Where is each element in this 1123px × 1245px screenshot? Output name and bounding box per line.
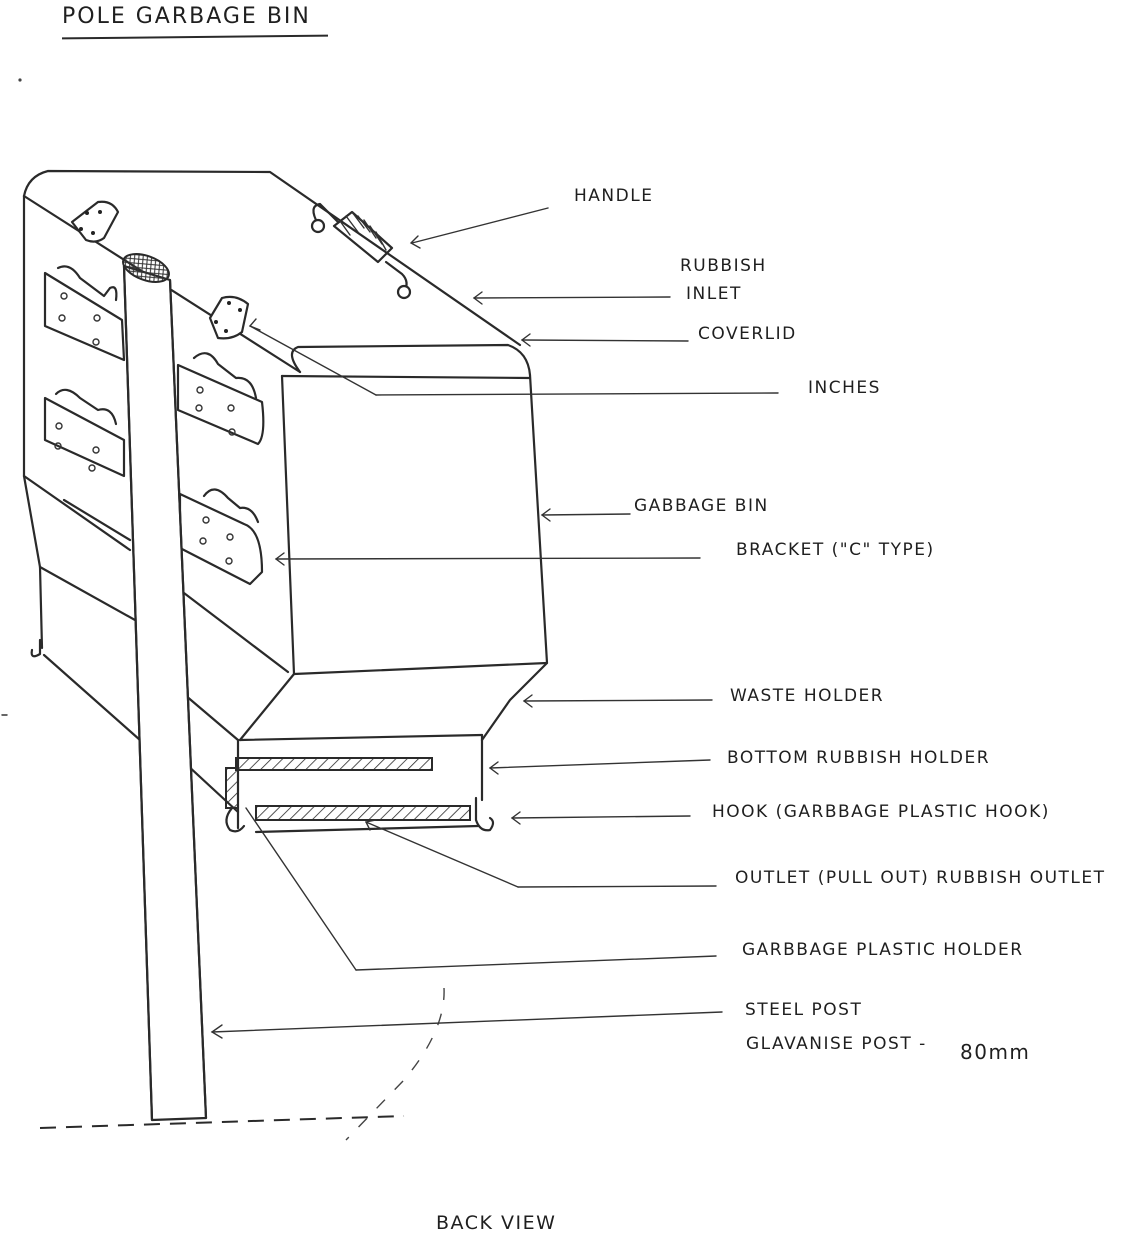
label-coverlid: COVERLID xyxy=(698,324,797,344)
label-inches: INCHES xyxy=(808,378,881,398)
bracket-lower-right xyxy=(178,488,264,586)
view-caption: BACK VIEW xyxy=(436,1212,557,1234)
label-rubbish-inlet-1: RUBBISH xyxy=(680,256,767,276)
label-steel-post: STEEL POST xyxy=(745,1000,863,1020)
leader-coverlid xyxy=(521,339,689,342)
bin-back-panel xyxy=(22,169,522,814)
leader-bracket xyxy=(275,557,701,560)
label-handle: HANDLE xyxy=(574,186,654,206)
ground-line xyxy=(39,1115,405,1129)
leader-steel-post xyxy=(211,1011,723,1033)
leader-outlet xyxy=(517,885,717,888)
leader-handle xyxy=(411,207,549,244)
hinge-right xyxy=(208,295,250,340)
label-outlet: OUTLET (PULL OUT) RUBBISH OUTLET xyxy=(735,868,1106,888)
outlet-tray-lower xyxy=(255,805,471,821)
leader-hook xyxy=(511,815,691,819)
label-gabbage-bin: GABBAGE BIN xyxy=(634,496,769,516)
bracket-upper-left xyxy=(43,265,126,362)
label-bottom-rubbish-holder: BOTTOM RUBBISH HOLDER xyxy=(727,748,991,768)
label-post-size: 80mm xyxy=(960,1040,1031,1064)
label-waste-holder: WASTE HOLDER xyxy=(730,686,885,706)
bottom-rubbish-holder-drawing xyxy=(225,733,495,834)
bracket-upper-right xyxy=(176,352,265,446)
plastic-hook-right xyxy=(474,796,495,832)
leader-bottom-rubbish-holder xyxy=(489,759,711,769)
leader-lines xyxy=(210,207,779,1039)
leader-garbbage-plastic-holder xyxy=(355,955,717,971)
leader-gabbage-bin xyxy=(541,513,631,516)
label-rubbish-inlet-2: INLET xyxy=(686,284,742,304)
outlet-tray-upper xyxy=(235,757,433,771)
stray-mark xyxy=(18,78,22,82)
bracket-lower-left xyxy=(43,388,126,478)
back-hook-icon xyxy=(30,638,42,658)
hinge-left xyxy=(70,200,120,243)
dashed-guide xyxy=(345,987,445,1141)
bin-front-body xyxy=(238,343,549,742)
leader-rubbish-inlet xyxy=(473,296,671,299)
label-bracket: BRACKET ("C" TYPE) xyxy=(736,540,935,560)
diagram-title: POLE GARBAGE BIN xyxy=(62,4,311,29)
leader-waste-holder xyxy=(523,699,713,702)
handle-drawing xyxy=(310,202,412,300)
steel-post xyxy=(122,253,208,1122)
label-hook: HOOK (GARBBAGE PLASTIC HOOK) xyxy=(712,802,1050,822)
label-glavanise-post: GLAVANISE POST - xyxy=(746,1034,927,1054)
leader-inches xyxy=(375,392,779,396)
label-garbbage-plastic-holder: GARBBAGE PLASTIC HOLDER xyxy=(742,940,1024,960)
plastic-hook-left xyxy=(225,767,239,809)
